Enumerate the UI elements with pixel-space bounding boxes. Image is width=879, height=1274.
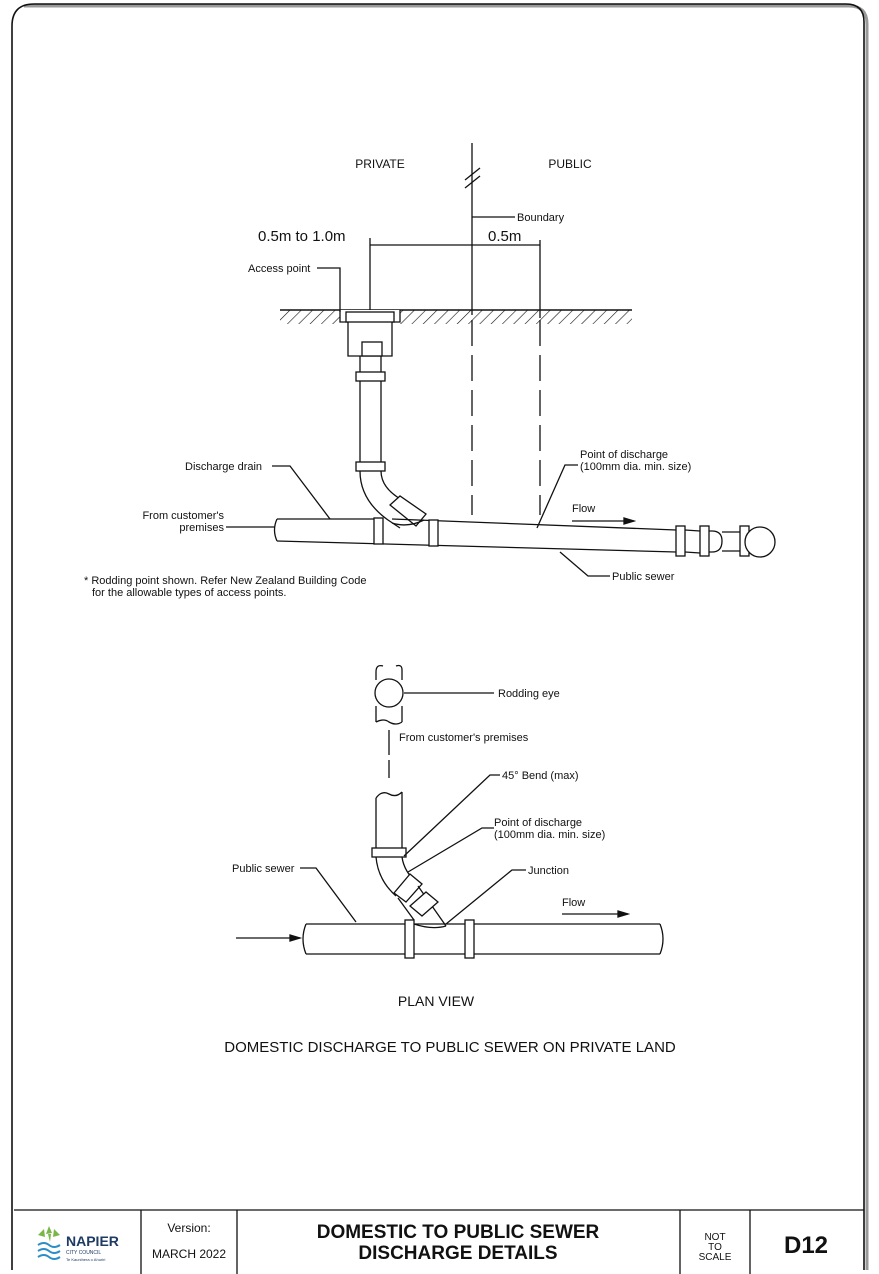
sewer-pipe-top [277, 518, 677, 531]
sewer-collar [373, 517, 384, 545]
logo-wave-icon [37, 1242, 61, 1260]
note-line-2: for the allowable types of access points… [92, 587, 286, 599]
drawing-title: DOMESTIC DISCHARGE TO PUBLIC SEWER ON PR… [224, 1039, 676, 1056]
label-plan-flow: Flow [562, 897, 585, 909]
leader-plan-pod [407, 827, 494, 873]
sheet-title-line-1: DOMESTIC TO PUBLIC SEWER [317, 1222, 600, 1243]
leader-bend [403, 774, 500, 857]
dim-private: 0.5m to 1.0m [258, 228, 346, 245]
elevation-labels: PRIVATE PUBLIC Boundary 0.5m to 1.0m 0.5… [84, 157, 691, 599]
sheet-shadow [24, 4, 869, 1270]
leader-public-sewer [559, 551, 610, 577]
logo-sub: CITY COUNCIL [66, 1250, 101, 1256]
label-rodding-eye: Rodding eye [498, 688, 560, 700]
version-label: Version: [167, 1221, 210, 1235]
sewer-pipe-bottom [276, 540, 677, 553]
label-from-customer-1: From customer's [142, 510, 224, 522]
boundary-break [464, 167, 481, 181]
elevation-view [226, 143, 776, 577]
label-pod-2: (100mm dia. min. size) [580, 461, 691, 473]
label-boundary: Boundary [517, 212, 565, 224]
plan-view [236, 664, 664, 959]
title-block [14, 1209, 864, 1274]
label-pod-1: Point of discharge [580, 449, 668, 461]
plan-collar [371, 847, 407, 858]
terminal-manhole [744, 526, 776, 558]
riser-collar [355, 371, 386, 382]
label-bend: 45° Bend (max) [502, 770, 579, 782]
label-plan-pod-2: (100mm dia. min. size) [494, 829, 605, 841]
logo-tag: Te Kaunihera o Ahuriri [66, 1257, 105, 1262]
label-public-sewer: Public sewer [612, 571, 675, 583]
leader-junction [445, 869, 526, 925]
label-from-customer-2: premises [179, 522, 224, 534]
rodding-eye [374, 678, 404, 708]
dim-public: 0.5m [488, 228, 521, 245]
label-plan-pod-1: Point of discharge [494, 817, 582, 829]
plan-view-title: PLAN VIEW [398, 993, 475, 1009]
leader-plan-public-sewer [300, 867, 357, 923]
plan-labels: Rodding eye From customer's premises 45°… [232, 688, 605, 1009]
logo-name: NAPIER [66, 1233, 119, 1249]
note-line-1: * Rodding point shown. Refer New Zealand… [84, 575, 367, 587]
version-value: MARCH 2022 [152, 1247, 226, 1261]
label-flow: Flow [572, 503, 595, 515]
leader-point-of-discharge [536, 464, 578, 529]
scale-line-3: SCALE [699, 1252, 732, 1263]
label-plan-from-customer: From customer's premises [399, 732, 529, 744]
sheet-border [11, 3, 865, 1270]
logo-leaf-icon [38, 1226, 60, 1242]
label-plan-public-sewer: Public sewer [232, 863, 295, 875]
sheet-id: D12 [784, 1232, 828, 1259]
label-discharge-drain: Discharge drain [185, 461, 262, 473]
label-private: PRIVATE [355, 157, 405, 171]
sheet-title-line-2: DISCHARGE DETAILS [358, 1243, 557, 1264]
leader-discharge-drain [272, 465, 331, 520]
napier-logo: NAPIER CITY COUNCIL Te Kaunihera o Ahuri… [37, 1226, 119, 1262]
label-access-point: Access point [248, 263, 310, 275]
label-public: PUBLIC [548, 157, 592, 171]
scale-line-1: NOT [704, 1232, 725, 1243]
label-junction: Junction [528, 865, 569, 877]
scale-line-2: TO [708, 1242, 722, 1253]
